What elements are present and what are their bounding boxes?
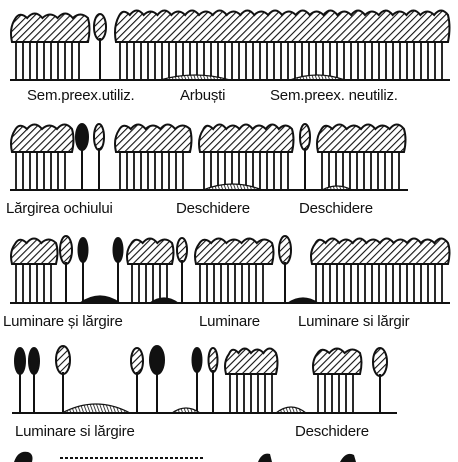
regeneration-mound bbox=[80, 296, 120, 303]
tree-stand-crown bbox=[115, 125, 192, 153]
cropped-next-row bbox=[14, 452, 356, 462]
tree-stems bbox=[200, 264, 263, 303]
single-tree-crown bbox=[79, 238, 88, 262]
tree-stand-crown bbox=[195, 239, 274, 265]
single-tree-crown bbox=[177, 238, 187, 262]
tree-stand-crown bbox=[225, 349, 278, 375]
tree-stems bbox=[322, 152, 399, 190]
panel-4: Luminare si lărgire Deschidere bbox=[12, 346, 397, 440]
tree-stand-crown bbox=[11, 125, 74, 153]
single-tree-crown bbox=[131, 348, 143, 374]
single-tree-crown bbox=[56, 346, 70, 374]
single-tree-crown bbox=[279, 236, 291, 264]
tree-stems bbox=[318, 374, 353, 413]
label-arbusti: Arbuști bbox=[180, 87, 225, 104]
tree-stems bbox=[16, 264, 51, 303]
tree-stems bbox=[132, 264, 167, 303]
panel-3: Luminare și lărgire Luminare Luminare si… bbox=[3, 236, 450, 330]
tree-stand-crown bbox=[311, 239, 450, 265]
single-tree-crown bbox=[300, 124, 310, 150]
panel-2: Lărgirea ochiului Deschidere Deschidere bbox=[6, 124, 408, 217]
tree-stems bbox=[16, 42, 79, 80]
tree-stand-crown bbox=[317, 125, 406, 153]
label-deschidere-2: Deschidere bbox=[299, 200, 373, 217]
single-tree-crown bbox=[60, 236, 72, 264]
tree-stand-crown bbox=[199, 125, 294, 153]
tree-stems bbox=[316, 264, 442, 303]
tree-stand-crown bbox=[115, 11, 450, 43]
tree-stand-crown bbox=[11, 14, 90, 43]
label-sem-preex-neutiliz: Sem.preex. neutiliz. bbox=[270, 87, 398, 104]
single-tree-crown bbox=[373, 348, 387, 376]
panel-1: Sem.preex.utiliz. Arbuști Sem.preex. neu… bbox=[10, 11, 450, 105]
single-tree-crown bbox=[94, 124, 104, 150]
tree-stand-crown bbox=[127, 239, 174, 265]
single-tree-crown bbox=[76, 124, 88, 150]
label-luminare-si-largire: Luminare și lărgire bbox=[3, 313, 123, 330]
label-deschidere-1: Deschidere bbox=[176, 200, 250, 217]
tree-stems bbox=[120, 42, 442, 80]
label-deschidere-3: Deschidere bbox=[295, 423, 369, 440]
single-tree-crown bbox=[29, 348, 39, 374]
tree-stems bbox=[230, 374, 272, 413]
single-tree-crown bbox=[94, 14, 106, 40]
tree-stems bbox=[16, 152, 65, 190]
label-luminare-si-largir: Luminare si lărgir bbox=[298, 313, 410, 330]
label-luminare-si-largire-2: Luminare si lărgire bbox=[15, 423, 135, 440]
label-sem-preex-utiliz: Sem.preex.utiliz. bbox=[27, 87, 134, 104]
single-tree-crown bbox=[209, 348, 218, 372]
regeneration-mound bbox=[62, 404, 130, 413]
tree-stems bbox=[120, 152, 183, 190]
tree-stand-crown bbox=[11, 239, 58, 265]
single-tree-crown bbox=[114, 238, 123, 262]
single-tree-crown bbox=[193, 348, 202, 372]
label-largirea-ochiului: Lărgirea ochiului bbox=[6, 200, 113, 217]
tree-stand-crown bbox=[313, 349, 362, 375]
label-luminare: Luminare bbox=[199, 313, 260, 330]
tree-stems bbox=[204, 152, 288, 190]
single-tree-crown bbox=[150, 346, 164, 374]
single-tree-crown bbox=[15, 348, 25, 374]
